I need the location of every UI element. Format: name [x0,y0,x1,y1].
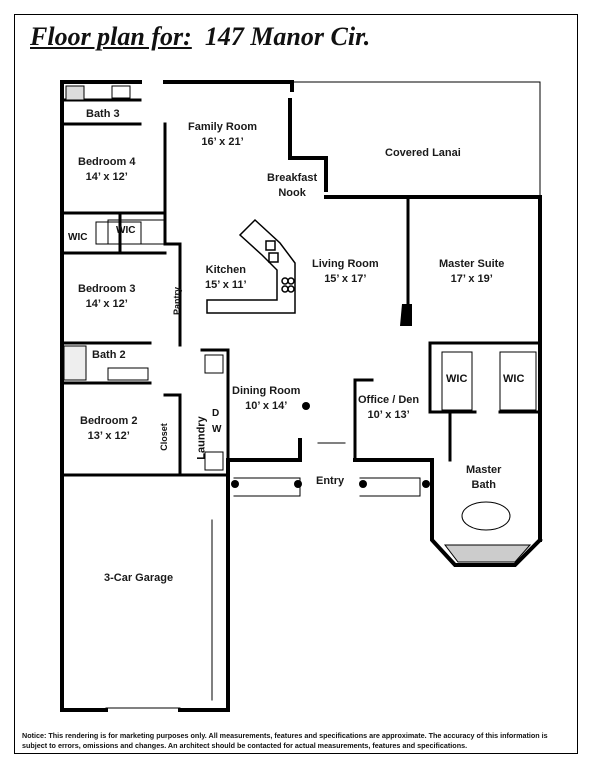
room-bedroom-4: Bedroom 4 14’ x 12’ [78,155,135,185]
disclaimer-notice: Notice: This rendering is for marketing … [22,731,548,750]
room-dining: Dining Room 10’ x 14’ [232,384,300,414]
room-bedroom-3: Bedroom 3 14’ x 12’ [78,282,135,312]
bedroom-3-dims: 14’ x 12’ [85,298,128,310]
bedroom-3-label: Bedroom 3 [78,283,136,295]
room-wic-1: WIC [68,232,88,243]
room-bath-2: Bath 2 [92,348,126,363]
page-frame [14,14,578,754]
kitchen-counters [206,218,296,314]
title-prefix: Floor plan for: [30,22,192,51]
covered-lanai-label: Covered Lanai [385,147,461,159]
room-closet: Closet [158,423,169,451]
bath-3-label: Bath 3 [86,108,120,120]
living-room-dims: 15’ x 17’ [324,273,367,285]
room-wic-4: WIC [503,373,525,385]
room-kitchen: Kitchen 15’ x 11’ [205,263,247,293]
lanai-outline [291,81,541,198]
room-office-den: Office / Den 10’ x 13’ [358,393,419,423]
room-garage: 3-Car Garage [104,571,173,586]
office-den-label: Office / Den [358,394,420,406]
garage-label: 3-Car Garage [104,572,174,584]
room-covered-lanai: Covered Lanai [385,146,461,161]
columns [231,304,430,488]
room-wic-3: WIC [446,373,468,385]
page-title: Floor plan for: 147 Manor Cir. [30,22,370,52]
entry-label: Entry [316,475,345,487]
bedroom-2-dims: 13’ x 12’ [87,430,130,442]
kitchen-label: Kitchen [205,264,246,276]
interior-walls [60,98,542,477]
garage-door-opening [105,519,213,709]
master-bath-label-2: Bath [471,479,496,491]
room-bath-3: Bath 3 [86,107,120,122]
room-bedroom-2: Bedroom 2 13’ x 12’ [80,414,137,444]
bedroom-4-dims: 14’ x 12’ [85,171,128,183]
bedroom-4-label: Bedroom 4 [78,156,136,168]
title-address: 147 Manor Cir. [204,22,371,51]
appliance-dryer: D [212,408,220,419]
bath-2-label: Bath 2 [92,349,126,361]
fixtures [63,85,537,563]
room-living: Living Room 15’ x 17’ [312,257,379,287]
dining-room-dims: 10’ x 14’ [245,400,288,412]
kitchen-dims: 15’ x 11’ [205,279,247,291]
living-room-label: Living Room [312,258,379,270]
bedroom-2-label: Bedroom 2 [80,415,138,427]
appliance-washer: W [212,424,222,435]
room-wic-2: WIC [116,225,136,236]
dining-room-label: Dining Room [232,385,301,397]
room-pantry: Pantry [172,286,183,316]
breakfast-label: Breakfast [267,172,318,184]
family-room-label: Family Room [188,121,258,133]
master-bath-label-1: Master [466,464,502,476]
room-entry: Entry [316,474,344,489]
room-laundry: Laundry [195,416,208,460]
master-suite-label: Master Suite [439,258,505,270]
family-room-dims: 16’ x 21’ [201,136,244,148]
room-master-suite: Master Suite 17’ x 19’ [439,257,504,287]
office-den-dims: 10’ x 13’ [367,409,410,421]
nook-label: Nook [278,187,306,199]
room-family: Family Room 16’ x 21’ [188,120,257,150]
master-suite-dims: 17’ x 19’ [450,273,493,285]
